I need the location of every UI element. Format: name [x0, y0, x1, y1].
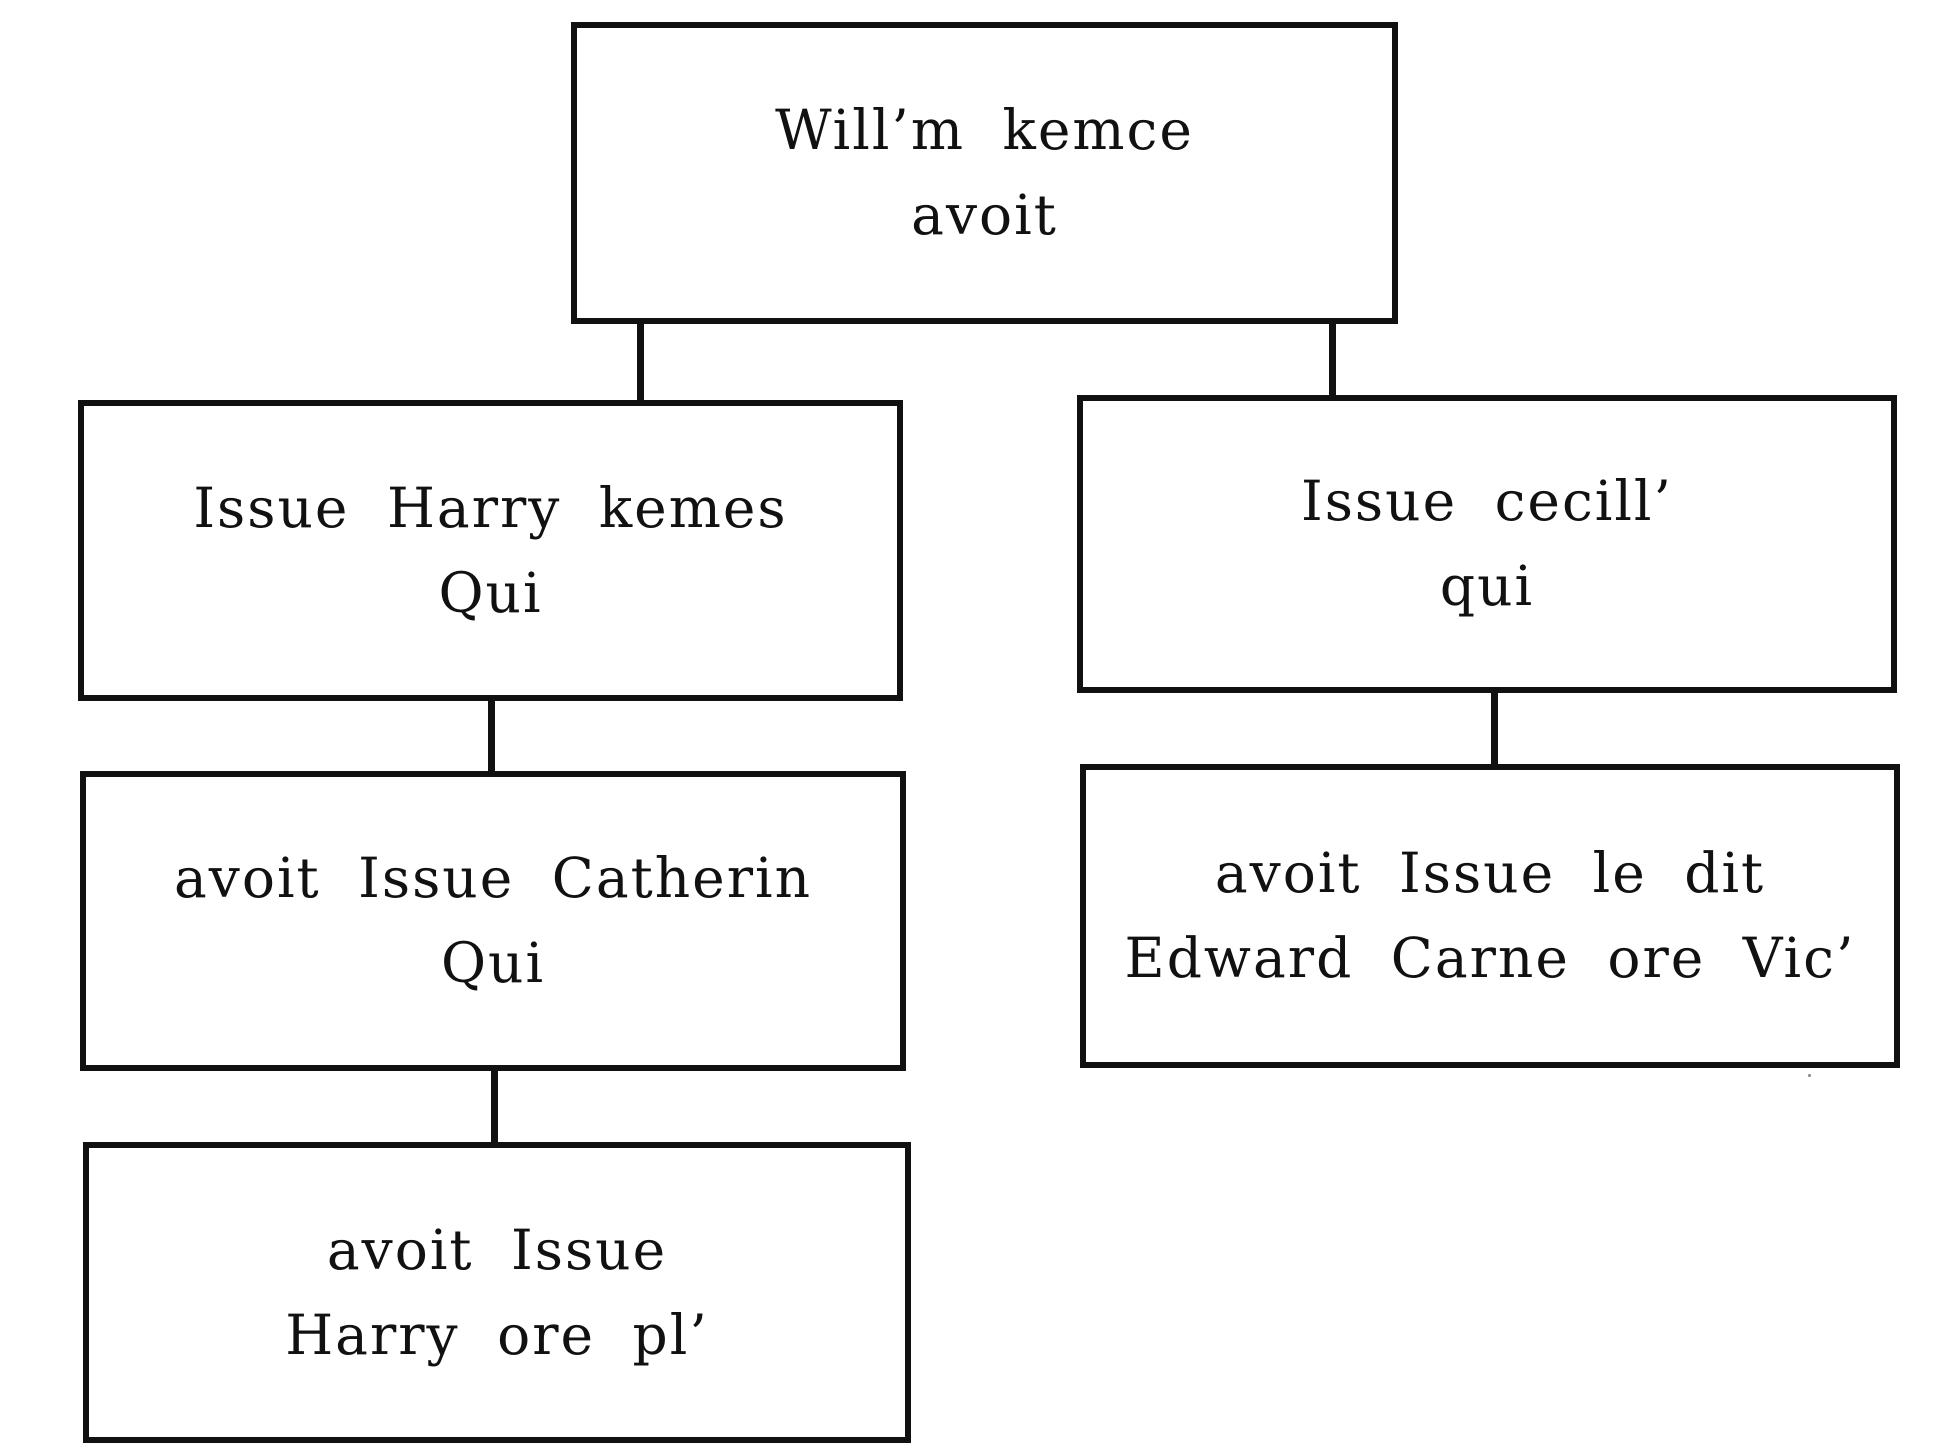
scan-speck [1808, 1074, 1811, 1077]
node-text-line: avoit Issue Catherin [173, 846, 813, 910]
node-text-line: Issue Harry kemes [193, 475, 788, 540]
node-text-line: avoit [911, 183, 1058, 247]
node-text-line: Will’m kemce [775, 98, 1194, 162]
node-text-line: avoit Issue [326, 1217, 668, 1282]
connector-catherin-to-harry-pl [491, 1071, 498, 1142]
node-issue-harry-ore-pl: avoit Issue Harry ore pl’ [83, 1142, 911, 1443]
connector-root-to-cecill [1329, 324, 1336, 395]
node-text-line: Harry ore pl’ [285, 1302, 709, 1367]
node-text-line: Qui [438, 560, 543, 625]
node-issue-catherin: avoit Issue Catherin Qui [80, 771, 906, 1071]
connector-harry-to-catherin [488, 701, 495, 771]
node-text-line: qui [1439, 554, 1535, 618]
node-issue-harry-kemes: Issue Harry kemes Qui [78, 400, 903, 701]
node-william-kemce: Will’m kemce avoit [571, 22, 1398, 324]
connector-cecill-to-edward [1491, 693, 1498, 764]
node-issue-cecill: Issue cecill’ qui [1077, 395, 1897, 693]
node-text-line: Issue cecill’ [1300, 469, 1674, 533]
node-issue-edward-carne: avoit Issue le dit Edward Carne ore Vic’ [1080, 764, 1900, 1068]
node-text-line: Qui [440, 931, 546, 995]
node-text-line: avoit Issue le dit [1214, 841, 1766, 905]
node-text-line: Edward Carne ore Vic’ [1124, 926, 1856, 990]
connector-root-to-harry [637, 324, 644, 400]
